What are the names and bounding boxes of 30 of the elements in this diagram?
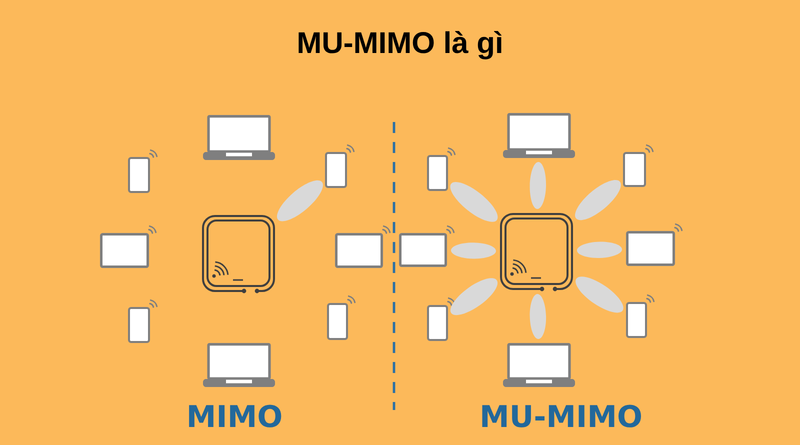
panel-caption: MIMO	[189, 404, 282, 428]
signal-beam	[277, 180, 323, 222]
tablet-icon	[100, 225, 157, 268]
tablet-icon	[626, 223, 683, 266]
panel-caption: MU-MIMO	[482, 404, 641, 428]
smartphone-icon	[623, 144, 654, 187]
signal-beam	[450, 182, 498, 222]
smartphone-icon	[128, 149, 158, 193]
signal-beam	[575, 180, 621, 220]
signal-beam	[451, 242, 496, 259]
smartphone-icon	[427, 297, 456, 341]
smartphone-icon	[128, 299, 158, 343]
smartphone-icon	[626, 294, 655, 338]
laptop-icon	[203, 115, 275, 160]
signal-beam	[450, 278, 498, 316]
smartphone-icon	[327, 295, 356, 340]
signal-beam	[530, 162, 546, 209]
signal-beam	[530, 294, 546, 339]
tablet-icon	[335, 225, 391, 268]
smartphone-icon	[427, 147, 456, 191]
signal-beam	[576, 276, 624, 313]
tablet-icon	[399, 225, 455, 267]
title: MU-MIMO là gì	[298, 31, 502, 60]
laptop-icon	[203, 343, 275, 387]
router-icon	[500, 213, 573, 292]
laptop-icon	[503, 343, 575, 387]
signal-beam	[577, 242, 622, 258]
router-icon	[202, 215, 275, 294]
laptop-icon	[503, 113, 575, 158]
smartphone-icon	[325, 144, 355, 188]
